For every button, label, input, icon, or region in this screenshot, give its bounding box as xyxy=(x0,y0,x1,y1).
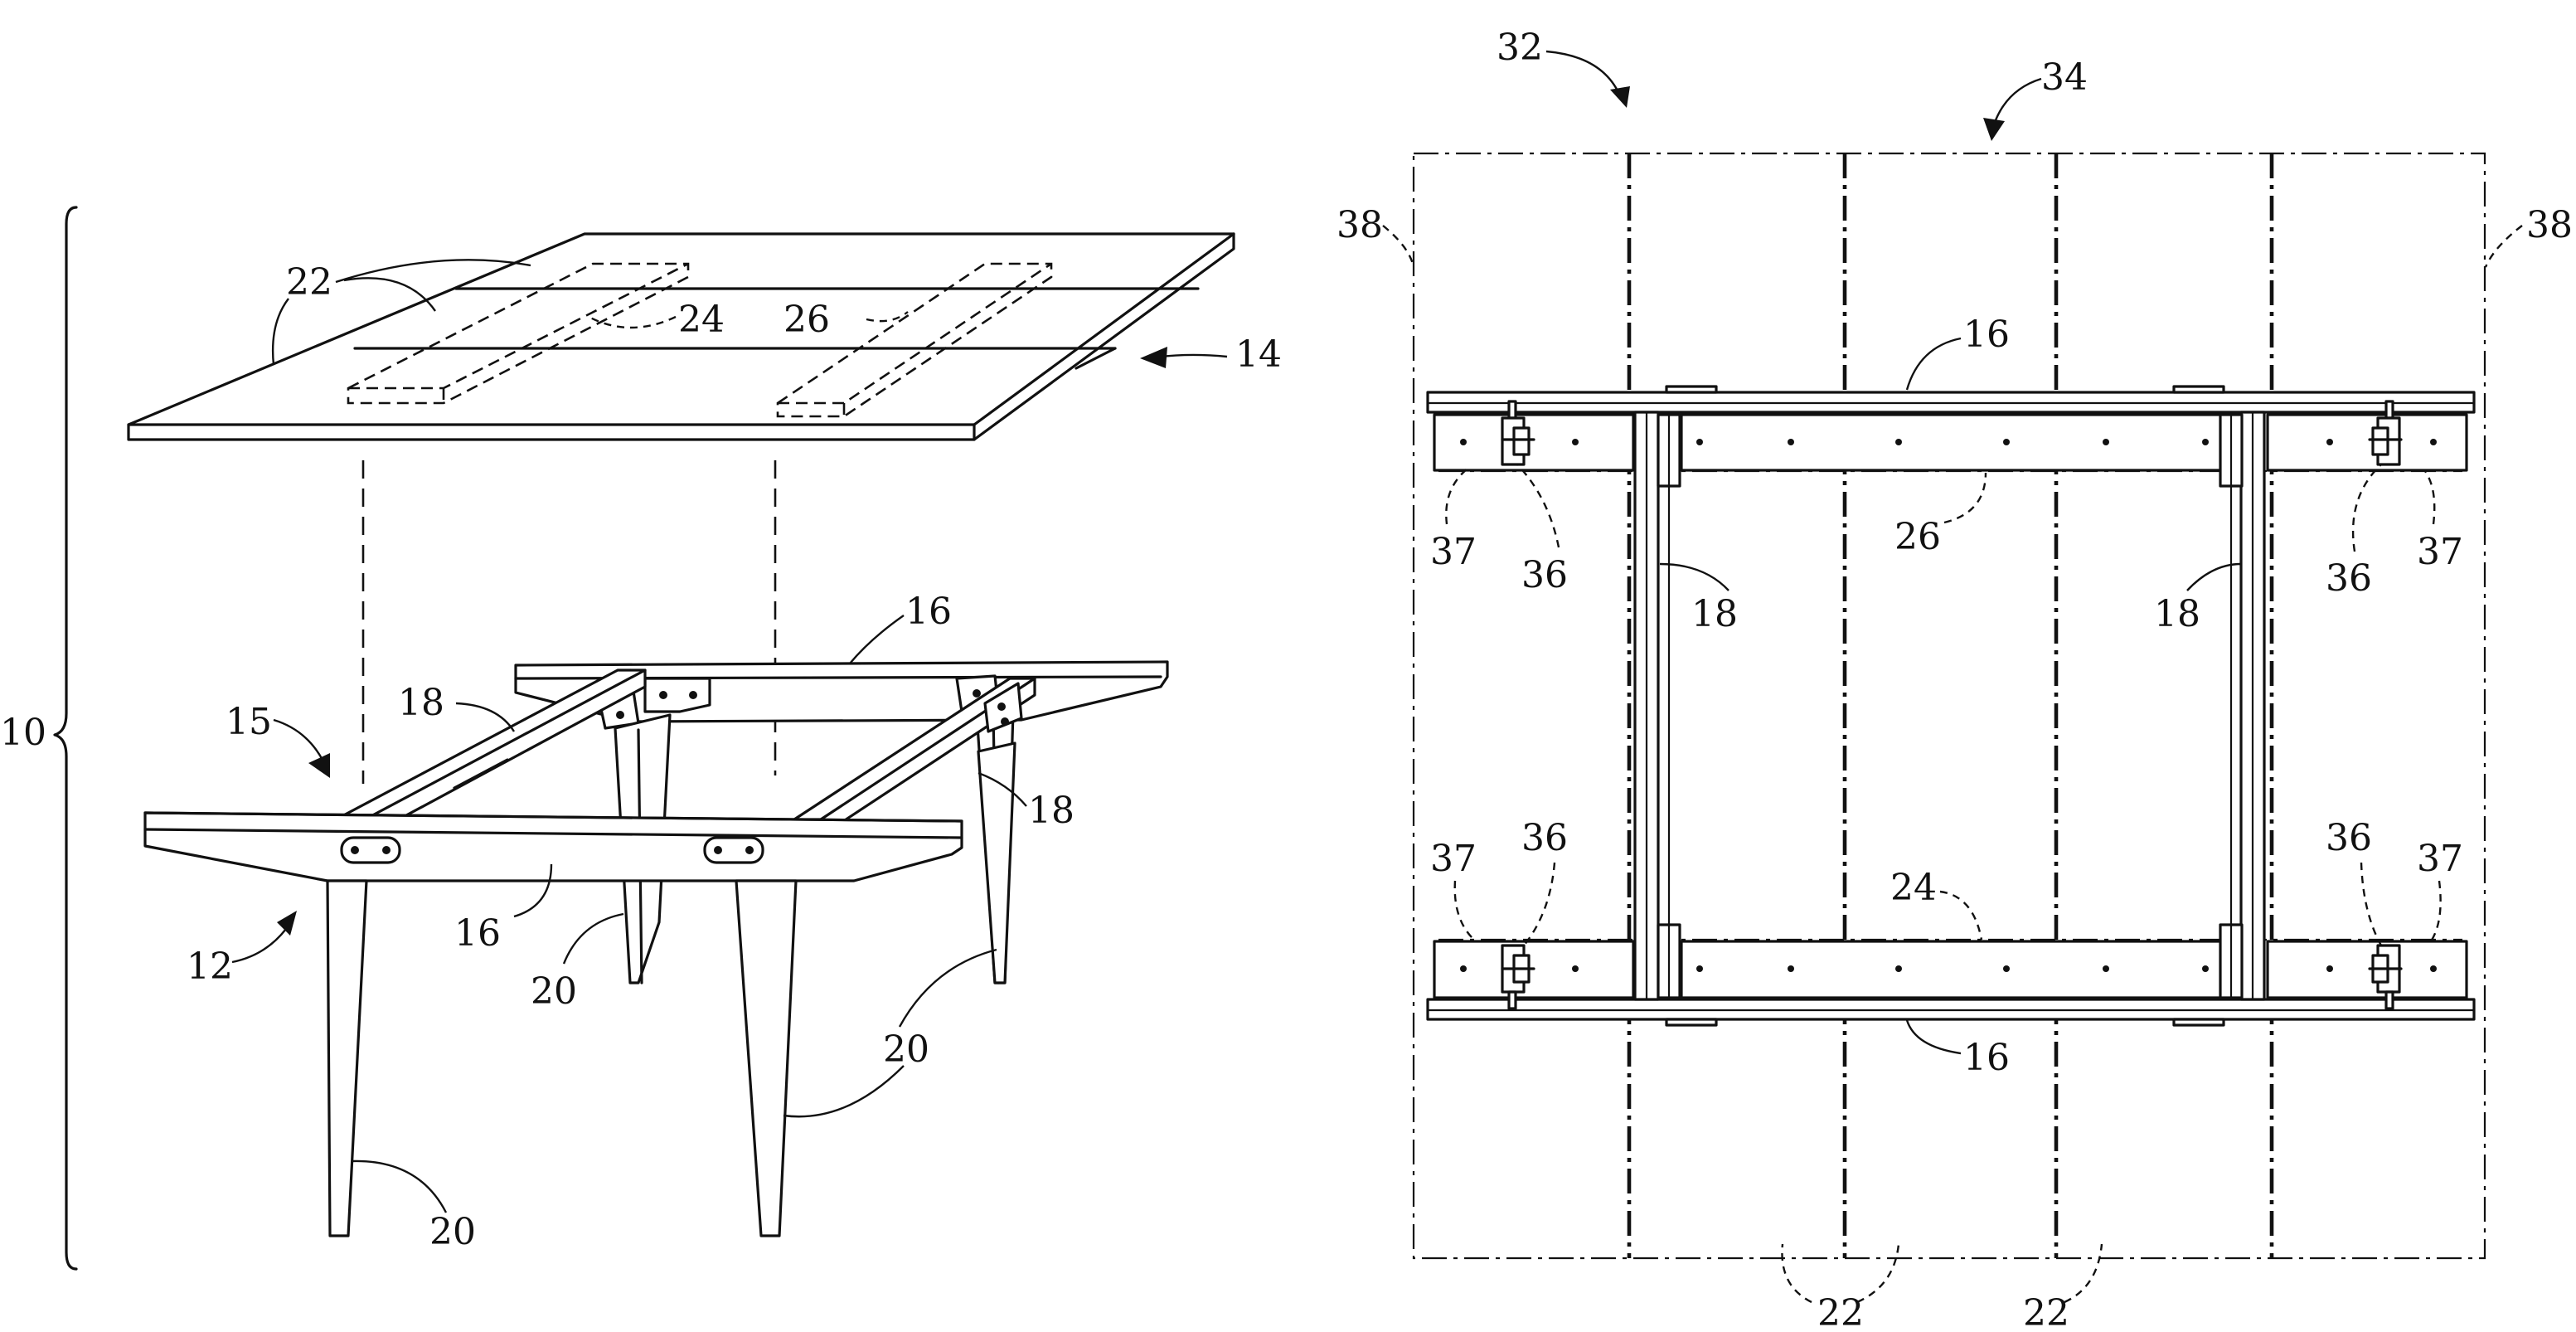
label-18-right: 18 xyxy=(1028,790,1075,832)
label-37-ll: 37 xyxy=(1430,838,1477,880)
plan-view: 32 34 38 38 16 37 36 26 18 18 36 37 37 3… xyxy=(1337,27,2573,1332)
label-22: 22 xyxy=(286,261,332,304)
label-38-left: 38 xyxy=(1337,204,1383,246)
label-16-back: 16 xyxy=(905,591,952,633)
label-36-ll: 36 xyxy=(1521,817,1568,859)
label-38-right: 38 xyxy=(2526,204,2573,246)
label-37-ur: 37 xyxy=(2417,531,2463,573)
label-24: 24 xyxy=(1890,867,1937,909)
lower-cleat xyxy=(1681,941,2230,998)
label-22-left: 22 xyxy=(1817,1292,1864,1332)
label-20-front: 20 xyxy=(429,1211,476,1253)
label-37-ul: 37 xyxy=(1430,531,1477,573)
label-24: 24 xyxy=(678,299,725,341)
exploded-perspective-view: 10 22 24 26 14 16 18 15 18 16 12 20 20 2… xyxy=(0,207,1282,1269)
screw-holes xyxy=(1460,439,2437,972)
label-16-top: 16 xyxy=(1963,314,2010,356)
label-16-bottom: 16 xyxy=(1963,1037,2010,1079)
rail-slot xyxy=(705,838,763,863)
upper-cleat xyxy=(1681,415,2230,470)
label-20-back: 20 xyxy=(531,970,577,1013)
label-14: 14 xyxy=(1235,333,1282,376)
back-bracket xyxy=(645,678,710,712)
label-22-right: 22 xyxy=(2023,1292,2069,1332)
label-18-left: 18 xyxy=(398,682,444,724)
label-16-front: 16 xyxy=(454,912,501,955)
label-37-lr: 37 xyxy=(2417,838,2463,880)
end-bracket-ur xyxy=(2268,415,2467,470)
label-36-ur: 36 xyxy=(2326,557,2372,600)
top-outline xyxy=(1414,153,2485,1258)
label-15: 15 xyxy=(226,701,272,743)
base-frame xyxy=(145,662,1167,1236)
front-left-leg xyxy=(327,881,366,1236)
rail-slot xyxy=(342,838,400,863)
front-rail xyxy=(145,813,962,881)
label-18-right: 18 xyxy=(2154,593,2200,635)
label-18-left: 18 xyxy=(1691,593,1738,635)
front-right-leg xyxy=(736,881,796,1236)
label-36-ul: 36 xyxy=(1521,554,1568,596)
right-back-leg xyxy=(978,743,1015,983)
label-34: 34 xyxy=(2041,56,2088,99)
label-20-right: 20 xyxy=(883,1028,929,1071)
label-26: 26 xyxy=(1894,516,1941,558)
end-bracket-lr xyxy=(2268,941,2467,998)
label-26: 26 xyxy=(783,299,830,341)
assembly-brace xyxy=(55,207,76,1269)
label-32: 32 xyxy=(1497,27,1543,69)
label-36-lr: 36 xyxy=(2326,817,2372,859)
label-12: 12 xyxy=(187,946,233,988)
label-10: 10 xyxy=(0,712,46,754)
